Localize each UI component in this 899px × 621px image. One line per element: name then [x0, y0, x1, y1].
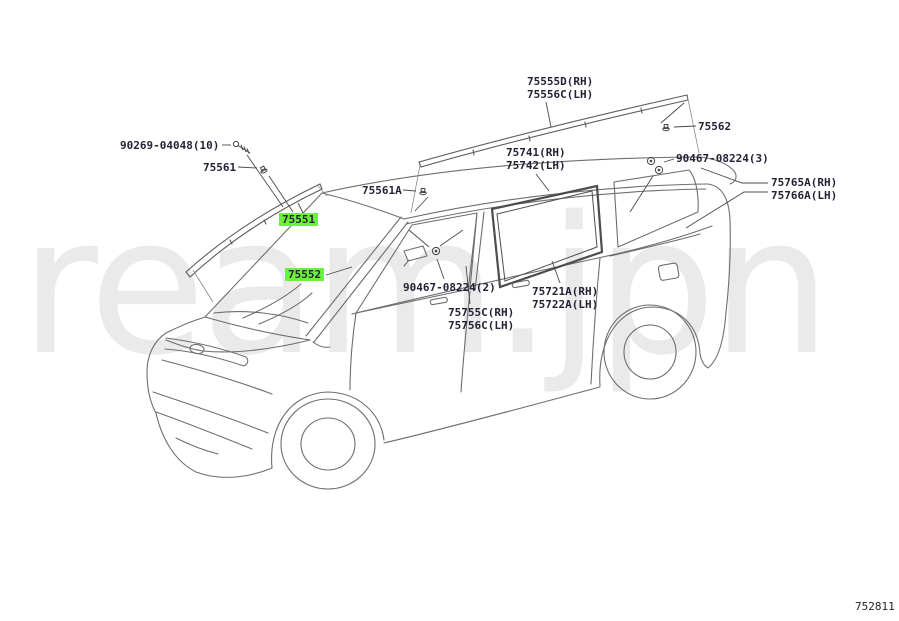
nut-icon — [646, 156, 656, 166]
nut-icon — [431, 246, 441, 256]
part-label-75551-highlighted: 75551 — [279, 213, 319, 226]
part-label-75561: 75561 — [203, 161, 237, 174]
clip-icon — [419, 188, 427, 196]
leader-lines — [222, 102, 768, 304]
part-label-75721a-75722a: 75721A(RH) 75722A(LH) — [532, 285, 599, 311]
windshield-upper-moulding-strip — [186, 184, 322, 277]
fuel-lid — [658, 263, 679, 281]
front-emblem — [189, 344, 204, 355]
page-code: 752811 — [855, 600, 895, 613]
windshield-side-moulding — [306, 217, 401, 336]
sliding-window-moulding — [492, 186, 602, 287]
part-label-90467-08224-3: 90467-08224(3) — [676, 152, 769, 165]
b-pillar-moulding — [468, 213, 477, 291]
car-body — [147, 157, 736, 489]
front-wheel — [281, 399, 375, 489]
rear-wheel — [604, 305, 696, 399]
part-label-75552-highlighted: 75552 — [285, 268, 325, 281]
side-mirror — [404, 246, 427, 266]
part-label-90467-08224-2: 90467-08224(2) — [403, 281, 496, 294]
roof-drip-moulding-strip — [419, 95, 688, 167]
part-label-75765a-75766a: 75765A(RH) 75766A(LH) — [771, 176, 838, 202]
clip-icon — [662, 124, 670, 132]
part-label-90269-04048: 90269-04048(10) — [120, 139, 220, 152]
headlight — [165, 338, 248, 366]
door-handle — [512, 280, 530, 288]
clip-icon — [258, 165, 269, 175]
nut-icon — [654, 165, 664, 175]
part-label-75741-75742: 75741(RH) 75742(LH) — [506, 146, 566, 172]
part-label-75755c-75756c: 75755C(RH) 75756C(LH) — [448, 306, 515, 332]
screw-icon — [232, 140, 251, 154]
part-label-75561a: 75561A — [362, 184, 402, 197]
part-label-75562: 75562 — [698, 120, 732, 133]
projection-lines — [193, 99, 699, 302]
part-label-75555d-75556c: 75555D(RH) 75556C(LH) — [527, 75, 594, 101]
door-handle — [430, 297, 448, 305]
